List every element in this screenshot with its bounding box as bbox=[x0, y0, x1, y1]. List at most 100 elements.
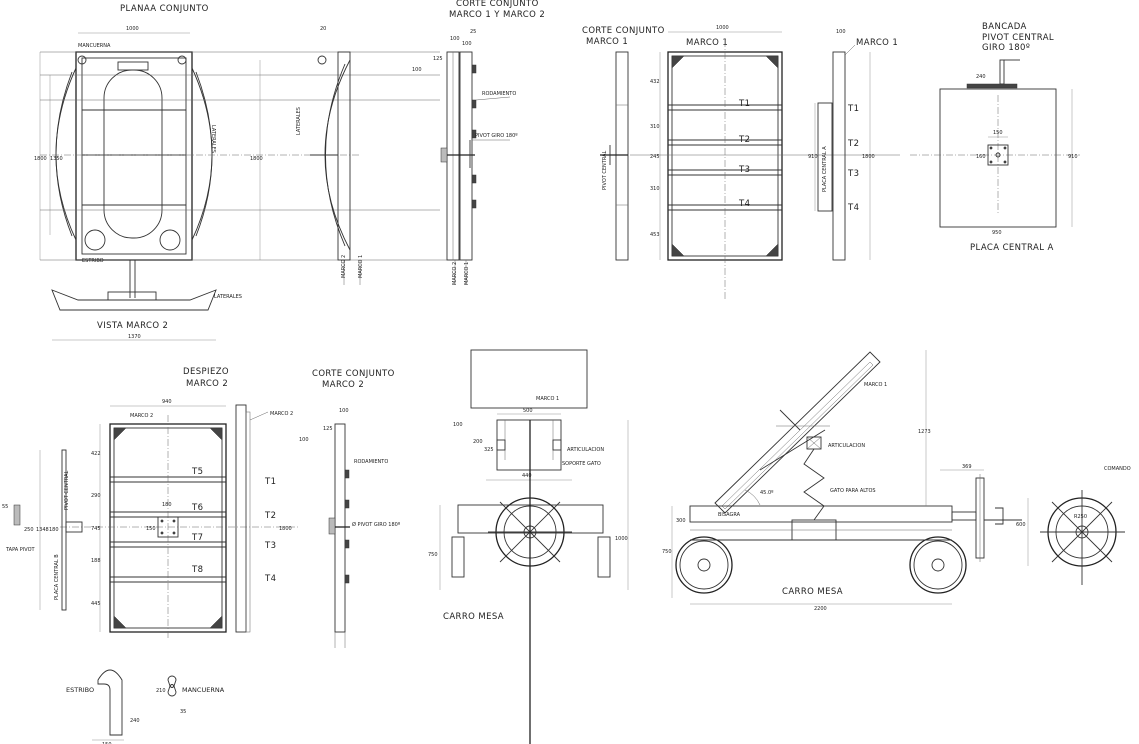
side-t2: T2 bbox=[847, 139, 859, 149]
mancuerna-note: MANCUERNA bbox=[78, 43, 111, 49]
carro-mesa-right-view: MARCO 1 ARTICULACION GATO PARA ALTOS 45.… bbox=[662, 350, 1131, 612]
tramo-t5: T5 bbox=[191, 467, 203, 477]
marco2-mark-a: MARCO 2 bbox=[341, 255, 347, 278]
carro-mesa-left-view: MARCO 1 500 100 200 325 ARTICULACION SOP… bbox=[428, 349, 629, 744]
dim-125: 125 bbox=[433, 56, 443, 62]
bancada-view: BANCADA PIVOT CENTRAL GIRO 180º 240 150 … bbox=[910, 22, 1080, 253]
dim-250: 250 bbox=[24, 527, 34, 533]
dim-1370: 1370 bbox=[128, 334, 141, 340]
corte-m1-title-a: CORTE CONJUNTO bbox=[582, 26, 665, 36]
soporte-gato-note: SOPORTE GATO bbox=[562, 461, 601, 467]
placa-central-b-note: PLACA CENTRAL B bbox=[54, 554, 60, 600]
dim-180-b: 180 bbox=[49, 527, 59, 533]
dim-25: 25 bbox=[470, 29, 476, 35]
tramo-t3: T3 bbox=[738, 165, 750, 175]
gato-note: GATO PARA ALTOS bbox=[830, 488, 876, 494]
planta-conjunto-title: PLANAA CONJUNTO bbox=[120, 4, 209, 14]
articulacion-note-1: ARTICULACION bbox=[567, 447, 604, 453]
despiezo-marco2-view: DESPIEZO MARCO 2 940 MARCO 2 180 150 T5 … bbox=[2, 367, 300, 640]
dim-20: 20 bbox=[320, 26, 326, 32]
dim-310-b: 310 bbox=[650, 186, 660, 192]
dim-325: 325 bbox=[484, 447, 494, 453]
marco1-mark-b: MARCO 1 bbox=[464, 262, 470, 285]
mancuerna-title: MANCUERNA bbox=[182, 686, 225, 694]
dim-125-b: 125 bbox=[323, 426, 333, 432]
dim-100-b: 100 bbox=[462, 41, 472, 47]
dim-100-a: 100 bbox=[450, 36, 460, 42]
tramo-t4: T4 bbox=[738, 199, 750, 209]
dim-1800: 1800 bbox=[34, 156, 47, 162]
dim-432: 432 bbox=[650, 79, 660, 85]
rodamiento-note-2: RODAMIENTO bbox=[354, 459, 388, 465]
tramo-t7: T7 bbox=[191, 533, 203, 543]
marco2-mark-b: MARCO 2 bbox=[452, 262, 458, 285]
comando-note: COMANDO bbox=[1104, 466, 1131, 472]
tapa-pivot-note: TAPA PIVOT bbox=[5, 547, 36, 553]
dim-745: 745 bbox=[91, 526, 101, 532]
dim-100-f: 100 bbox=[299, 437, 309, 443]
pivot-central-note: PIVOT CENTRAL bbox=[602, 150, 608, 190]
dim-160: 160 bbox=[976, 154, 986, 160]
dim-422: 422 bbox=[91, 451, 101, 457]
marco2-note-d: MARCO 2 bbox=[270, 411, 293, 417]
dim-188: 188 bbox=[91, 558, 101, 564]
corte-conjunto-m1-view: CORTE CONJUNTO MARCO 1 PIVOT CENTRAL 432… bbox=[582, 25, 900, 300]
dim-100-e: 100 bbox=[339, 408, 349, 414]
laterales-note-2: LATERALES bbox=[214, 294, 242, 300]
side-t1: T1 bbox=[847, 104, 859, 114]
corte-conjunto-m1m2-view: CORTE CONJUNTO MARCO 1 Y MARCO 2 25 100 … bbox=[412, 0, 545, 285]
pivot-giro-note-2: Ø PIVOT GIRO 180º bbox=[352, 521, 401, 528]
pivot-central-note-b: PIVOT CENTRAL bbox=[64, 470, 70, 510]
dim-1000-b: 1000 bbox=[716, 25, 729, 31]
dim-200: 200 bbox=[473, 439, 483, 445]
estribo-mancuerna-view: ESTRIBO 150 240 MANCUERNA 210 35 bbox=[66, 669, 225, 744]
dim-1350: 1350 bbox=[50, 156, 63, 162]
marco1-mark-a: MARCO 1 bbox=[358, 255, 364, 278]
rodamiento-note-1: RODAMIENTO bbox=[482, 91, 516, 97]
dim-290: 290 bbox=[91, 493, 101, 499]
side-t3: T3 bbox=[847, 169, 859, 179]
dim-35: 35 bbox=[180, 709, 186, 715]
dim-100-d: 100 bbox=[836, 29, 846, 35]
laterales-note-3: LATERALES bbox=[296, 107, 302, 135]
dim-600: 600 bbox=[1016, 522, 1026, 528]
angle-note: 45.0º bbox=[760, 490, 774, 496]
despiezo-title-a: DESPIEZO bbox=[183, 367, 229, 377]
bisagra-note: BISAGRA bbox=[718, 512, 741, 518]
dim-1273: 1273 bbox=[918, 429, 931, 435]
dim-100-c: 100 bbox=[412, 67, 422, 73]
tramo-t1: T1 bbox=[738, 99, 750, 109]
bancada-title-a: BANCADA bbox=[982, 22, 1027, 32]
carro-mesa-right-title: CARRO MESA bbox=[782, 587, 843, 597]
dim-1000: 1000 bbox=[126, 26, 139, 32]
tramo-t6: T6 bbox=[191, 503, 203, 513]
corte-m2-title-b: MARCO 2 bbox=[322, 380, 364, 390]
mid-t2: T2 bbox=[264, 511, 276, 521]
dim-310-a: 310 bbox=[650, 124, 660, 130]
mid-t1: T1 bbox=[264, 477, 276, 487]
dim-1800-b: 1800 bbox=[250, 156, 263, 162]
dim-150-b: 150 bbox=[146, 526, 156, 532]
dim-150-c: 150 bbox=[102, 742, 112, 744]
corte-m1m2-title-a: CORTE CONJUNTO bbox=[456, 0, 539, 9]
bancada-title-b: PIVOT CENTRAL bbox=[982, 33, 1054, 43]
dim-445: 445 bbox=[91, 601, 101, 607]
dim-453: 453 bbox=[650, 232, 660, 238]
dim-55: 55 bbox=[2, 504, 8, 510]
marco1-front-title: MARCO 1 bbox=[686, 38, 728, 48]
mid-t4: T4 bbox=[264, 574, 276, 584]
dim-210: 210 bbox=[156, 688, 166, 694]
dim-1348: 1348 bbox=[36, 527, 49, 533]
placa-central-a-title: PLACA CENTRAL A bbox=[970, 243, 1054, 253]
dim-750-b: 750 bbox=[662, 549, 672, 555]
laterales-note-1: LATERALES bbox=[210, 125, 216, 153]
tramo-t2: T2 bbox=[738, 135, 750, 145]
dim-100-g: 100 bbox=[453, 422, 463, 428]
bancada-title-c: GIRO 180º bbox=[982, 43, 1030, 53]
mid-t3: T3 bbox=[264, 541, 276, 551]
dim-369: 369 bbox=[962, 464, 972, 470]
estribo-title: ESTRIBO bbox=[66, 686, 94, 694]
planta-conjunto-view: PLANAA CONJUNTO 1000 MANCUERNA ESTRIBO 1… bbox=[34, 4, 460, 341]
dim-950: 950 bbox=[992, 230, 1002, 236]
